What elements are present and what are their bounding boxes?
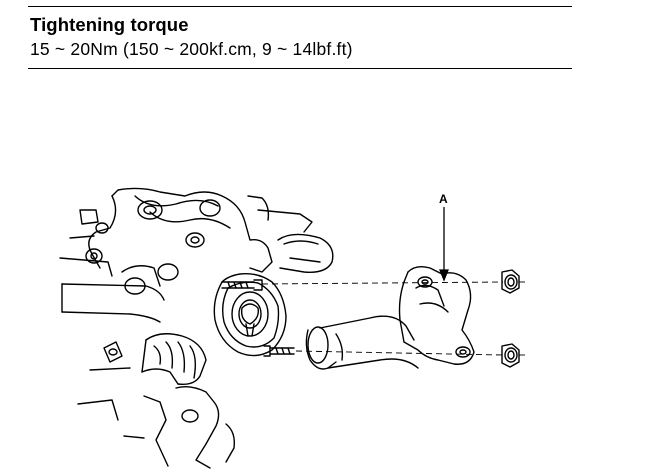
upper-hose xyxy=(277,233,334,273)
thermostat xyxy=(231,291,269,337)
thermostat-gasket xyxy=(213,272,287,357)
mounting-stud xyxy=(263,345,295,357)
flange-nut xyxy=(501,343,520,368)
top-rule xyxy=(28,6,572,7)
flange-nut xyxy=(501,269,520,294)
horizontal-pipe xyxy=(61,283,165,323)
callout-leader xyxy=(439,207,449,282)
lower-hose xyxy=(89,333,207,386)
engine-block xyxy=(59,187,313,295)
torque-spec: 15 ~ 20Nm (150 ~ 200kf.cm, 9 ~ 14lbf.ft) xyxy=(30,39,353,59)
water-inlet-fitting xyxy=(305,315,419,370)
engine-lower xyxy=(77,385,236,469)
assembly-guide-lines xyxy=(261,281,528,356)
callout-label-a: A xyxy=(439,192,448,206)
torque-heading: Tightening torque xyxy=(30,14,189,35)
thermostat-housing-part-a xyxy=(398,265,475,365)
bottom-rule xyxy=(28,68,572,69)
